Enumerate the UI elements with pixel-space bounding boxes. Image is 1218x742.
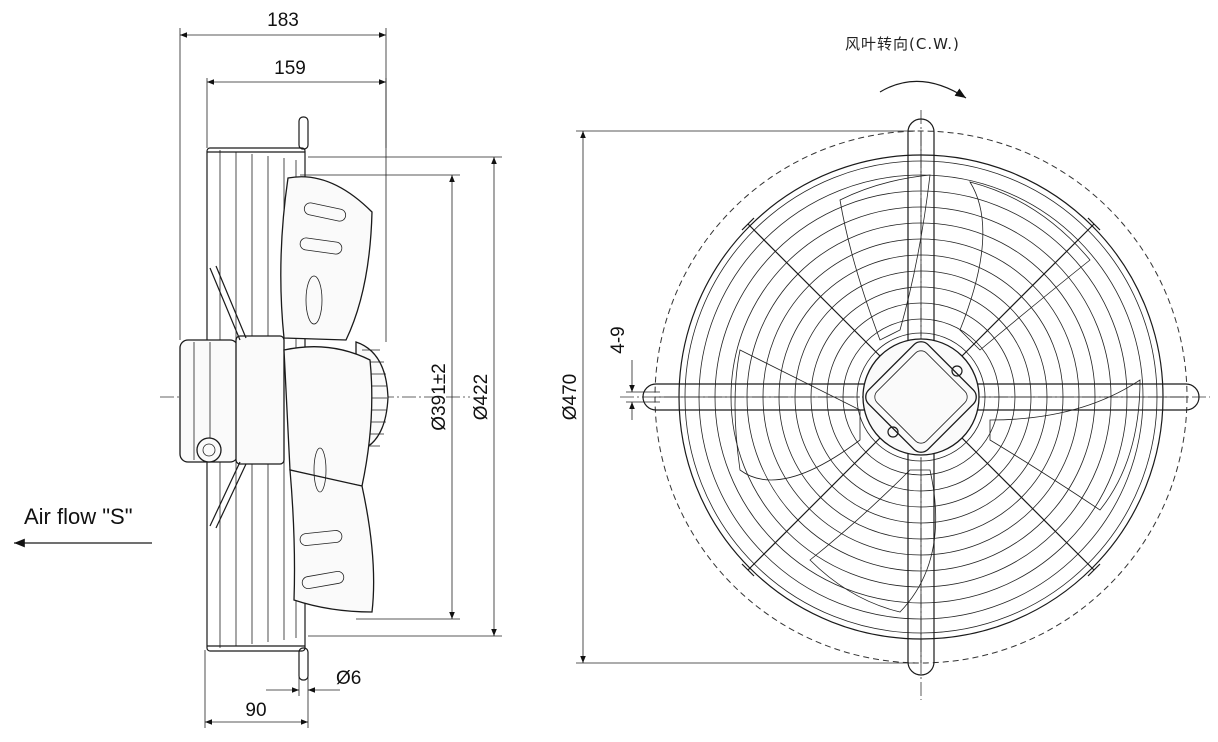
dim-mount-depth: 90: [204, 650, 309, 728]
side-view: 183 159 Ø391±2 Ø422 Ø: [13, 10, 502, 728]
dim-guard-diameter: Ø422: [308, 156, 502, 637]
dim-slot: 4-9: [608, 326, 660, 420]
dim-overall-depth: 183: [179, 10, 387, 342]
side-blades: [280, 176, 375, 613]
dim-slot-text: 4-9: [608, 326, 629, 353]
motor-hub: [862, 338, 980, 456]
dim-overall-diameter-text: Ø470: [560, 374, 581, 420]
front-view: 风叶转向(C.W.): [560, 35, 1210, 700]
rotation-label: 风叶转向(C.W.): [845, 35, 960, 53]
screw-icon: [887, 426, 899, 438]
screw-icon: [951, 365, 963, 377]
rotation-arrow-icon: [879, 80, 967, 99]
dim-hole-text: Ø6: [336, 668, 361, 689]
dim-overall-depth-text: 183: [267, 10, 299, 31]
airflow-label: Air flow "S": [24, 504, 133, 529]
dim-blade-diameter-text: Ø391±2: [429, 363, 450, 430]
dim-blade-diameter: Ø391±2: [300, 174, 460, 620]
dim-grille-depth: 159: [206, 58, 387, 148]
dim-hole: Ø6: [266, 668, 361, 696]
dim-guard-diameter-text: Ø422: [471, 374, 492, 420]
dim-mount-depth-text: 90: [245, 700, 266, 721]
airflow-indicator: Air flow "S": [13, 504, 152, 548]
dim-grille-depth-text: 159: [274, 58, 306, 79]
dim-overall-diameter: Ø470: [560, 130, 915, 664]
